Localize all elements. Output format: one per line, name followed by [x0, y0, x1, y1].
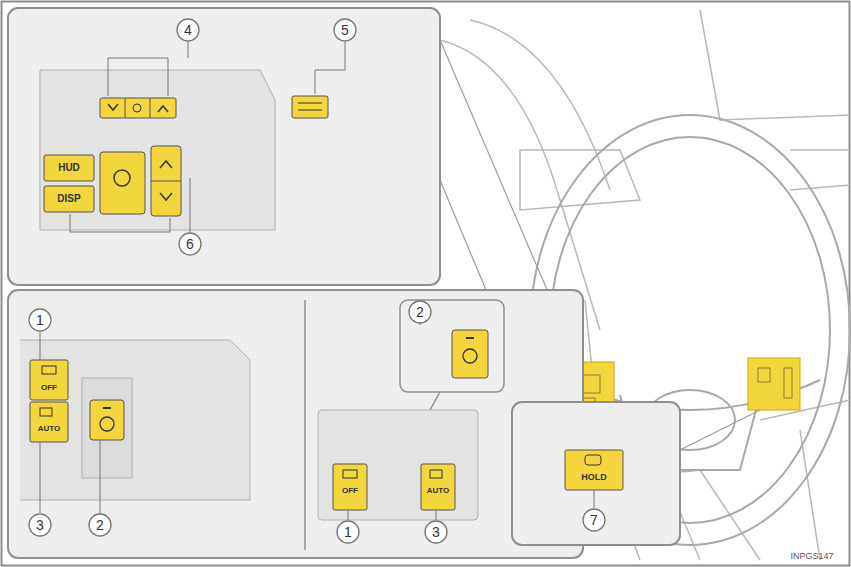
- button-text: HOLD: [581, 473, 607, 482]
- callout-number: 2: [416, 305, 424, 319]
- callout-number: 2: [96, 518, 104, 532]
- figure-code: INPGS147: [790, 552, 833, 561]
- callout-number: 7: [590, 513, 598, 527]
- callout-number: 6: [186, 237, 194, 251]
- button-text: OFF: [342, 487, 358, 495]
- button-text: HUD: [58, 163, 80, 173]
- callout-number: 1: [36, 313, 44, 327]
- callout-number: 5: [341, 23, 349, 37]
- callout-number: 3: [432, 525, 440, 539]
- button-text: AUTO: [427, 487, 450, 495]
- button-text: OFF: [41, 384, 57, 392]
- callout-number: 3: [36, 518, 44, 532]
- callout-number: 1: [344, 525, 352, 539]
- button-text: DISP: [57, 194, 80, 204]
- callout-number: 4: [184, 23, 192, 37]
- button-text: AUTO: [38, 425, 61, 433]
